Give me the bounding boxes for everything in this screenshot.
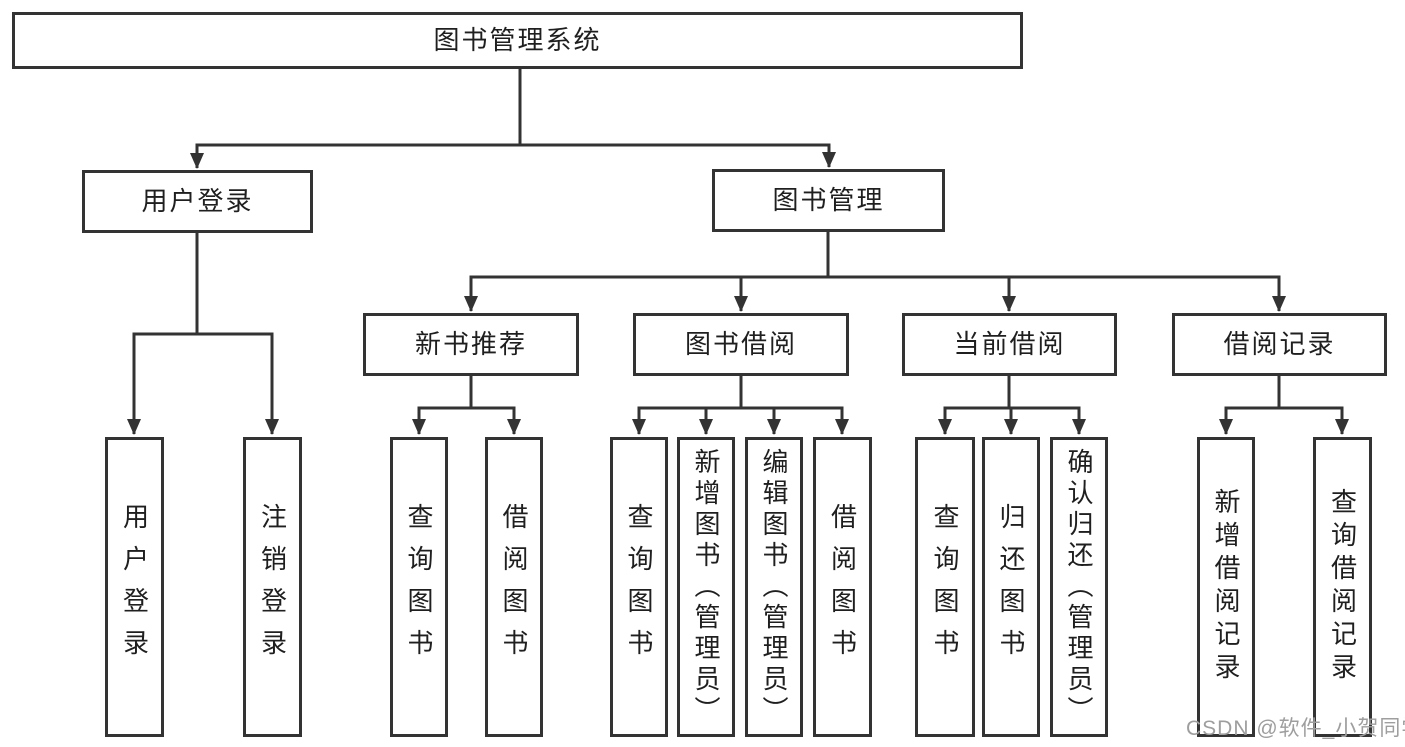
leaf-user-login: 用户登录 xyxy=(105,437,164,737)
node-user-login: 用户登录 xyxy=(82,170,313,233)
leaf-add-borrow-record-label: 新增借阅记录 xyxy=(1211,488,1241,686)
leaf-logout: 注销登录 xyxy=(243,437,302,737)
leaf-confirm-return-admin-label: 确认归还（管理员） xyxy=(1064,447,1094,727)
leaf-query-books-recommend: 查询图书 xyxy=(390,437,448,737)
node-root: 图书管理系统 xyxy=(12,12,1023,69)
leaf-query-books-borrowing: 查询图书 xyxy=(610,437,668,737)
leaf-edit-book-admin-label: 编辑图书（管理员） xyxy=(759,447,789,727)
leaf-return-books: 归还图书 xyxy=(982,437,1040,737)
node-user-login-label: 用户登录 xyxy=(141,185,254,216)
leaf-add-book-admin-label: 新增图书（管理员） xyxy=(691,447,721,727)
leaf-query-borrow-record: 查询借阅记录 xyxy=(1313,437,1372,737)
leaf-add-borrow-record: 新增借阅记录 xyxy=(1197,437,1255,737)
node-new-book-recommendation-label: 新书推荐 xyxy=(414,328,527,359)
node-book-borrowing-label: 图书借阅 xyxy=(684,328,797,359)
leaf-logout-label: 注销登录 xyxy=(257,503,288,671)
leaf-return-books-label: 归还图书 xyxy=(996,503,1026,671)
node-book-management-label: 图书管理 xyxy=(772,184,885,215)
node-borrowing-records: 借阅记录 xyxy=(1172,313,1387,376)
leaf-borrow-books-recommend-label: 借阅图书 xyxy=(499,503,529,671)
leaf-confirm-return-admin: 确认归还（管理员） xyxy=(1050,437,1108,737)
node-current-borrowing: 当前借阅 xyxy=(902,313,1117,376)
leaf-add-book-admin: 新增图书（管理员） xyxy=(677,437,735,737)
leaf-edit-book-admin: 编辑图书（管理员） xyxy=(745,437,803,737)
node-book-management: 图书管理 xyxy=(712,169,945,232)
leaf-query-borrow-record-label: 查询借阅记录 xyxy=(1327,488,1358,686)
node-current-borrowing-label: 当前借阅 xyxy=(953,328,1066,359)
leaf-query-books-current-label: 查询图书 xyxy=(930,503,960,671)
watermark: CSDN @软件_小贺同学 xyxy=(1186,717,1405,740)
leaf-user-login-label: 用户登录 xyxy=(119,503,150,671)
node-root-label: 图书管理系统 xyxy=(433,24,602,55)
node-book-borrowing: 图书借阅 xyxy=(633,313,849,376)
leaf-borrow-books-borrowing: 借阅图书 xyxy=(813,437,872,737)
node-new-book-recommendation: 新书推荐 xyxy=(363,313,579,376)
leaf-borrow-books-recommend: 借阅图书 xyxy=(485,437,543,737)
leaf-query-books-recommend-label: 查询图书 xyxy=(404,503,434,671)
leaf-query-books-borrowing-label: 查询图书 xyxy=(624,503,654,671)
leaf-borrow-books-borrowing-label: 借阅图书 xyxy=(827,503,858,671)
leaf-query-books-current: 查询图书 xyxy=(915,437,975,737)
node-borrowing-records-label: 借阅记录 xyxy=(1223,328,1336,359)
